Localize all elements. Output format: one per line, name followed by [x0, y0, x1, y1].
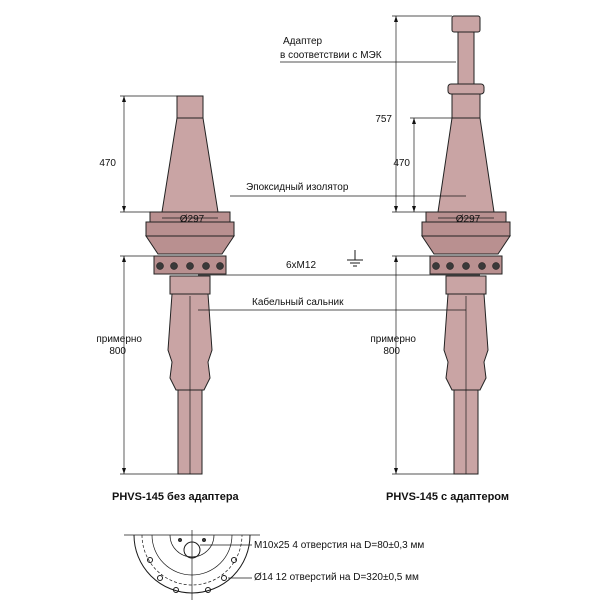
- left-bolts: [156, 262, 224, 270]
- epoxy-insulator-label: Эпоксидный изолятор: [246, 182, 349, 193]
- bolt-icon: [478, 262, 486, 270]
- flange-plan-view: [124, 530, 260, 600]
- inner-holes-label: М10х25 4 отверстия на D=80±0,3 мм: [254, 540, 424, 551]
- left-top-stub: [176, 95, 204, 119]
- left-cable-length-line2: 800: [109, 346, 126, 357]
- left-flange-diameter: Ø297: [180, 214, 205, 225]
- adapter-label-line1: Адаптер: [283, 36, 323, 47]
- left-epoxy-insulator: [161, 117, 219, 213]
- left-cable-length-line1: примерно: [96, 334, 142, 345]
- bolt-icon: [216, 262, 224, 270]
- plan-bolt-holes: [147, 557, 237, 593]
- left-caption: PHVS-145 без адаптера: [112, 491, 240, 503]
- left-insulator-height: 470: [99, 158, 116, 169]
- bolt-icon: [432, 262, 440, 270]
- right-insulator-height: 470: [393, 158, 410, 169]
- right-caption: PHVS-145 с адаптером: [386, 491, 509, 503]
- right-gland-upper: [445, 275, 487, 295]
- left-gland-upper: [169, 275, 211, 295]
- right-cable-length-line2: 800: [383, 346, 400, 357]
- right-flange-lower: [421, 235, 511, 255]
- plan-inner-holes: [177, 537, 207, 543]
- left-flange-lower: [145, 235, 235, 255]
- bolt-icon: [446, 262, 454, 270]
- callouts: [198, 61, 480, 311]
- right-bolts: [432, 262, 500, 270]
- right-top-stub: [451, 93, 481, 119]
- right-flange-diameter: Ø297: [456, 214, 481, 225]
- adapter-label-line2: в соответствии с МЭК: [280, 50, 382, 61]
- left-dimensions: [120, 95, 218, 475]
- bolt-icon: [492, 262, 500, 270]
- right-total-height: 757: [375, 114, 392, 125]
- ground-symbol-icon: [347, 250, 363, 267]
- bolt-icon: [156, 262, 164, 270]
- bolt-icon: [186, 262, 194, 270]
- bolt-icon: [202, 262, 210, 270]
- bolt-icon: [462, 262, 470, 270]
- outer-holes-label: Ø14 12 отверстий на D=320±0,5 мм: [254, 572, 419, 583]
- bolt-icon: [170, 262, 178, 270]
- right-adapter-ring: [447, 83, 485, 95]
- bolts-label: 6хМ12: [286, 260, 316, 271]
- right-epoxy-insulator: [437, 117, 495, 213]
- right-termination: [421, 15, 511, 475]
- right-cable-length-line1: примерно: [370, 334, 416, 345]
- right-adapter-top: [451, 15, 481, 33]
- right-adapter-shaft: [457, 31, 475, 85]
- left-termination: [145, 95, 235, 475]
- cable-gland-label: Кабельный сальник: [252, 296, 344, 308]
